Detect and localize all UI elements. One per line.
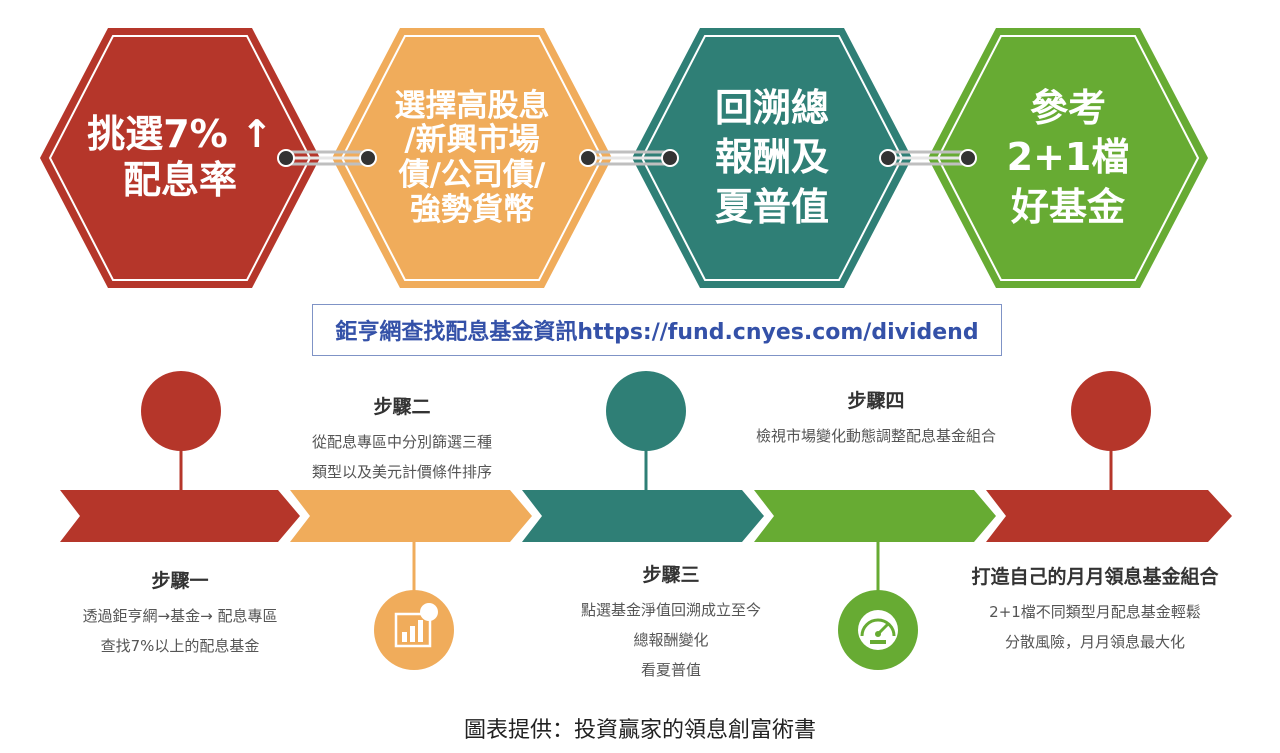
hexagon-3-line-2: 報酬及 xyxy=(714,135,829,180)
hexagon-step-4 xyxy=(928,28,1208,288)
step-2-title: 步驟二 xyxy=(373,396,431,418)
pin-step-3 xyxy=(606,371,686,492)
source-caption: 圖表提供：投資贏家的領息創富術書 xyxy=(463,718,816,743)
connector-3-4 xyxy=(879,149,977,167)
hexagon-2-text: 選擇高股息 /新興市場 債/公司債/ 強勢貨幣 xyxy=(342,36,602,280)
step-3-line-1: 點選基金淨值回溯成立至今 xyxy=(580,601,761,619)
timeline-segment-4 xyxy=(754,490,996,542)
pin-step-2 xyxy=(374,540,454,670)
connector-1-2 xyxy=(277,149,377,167)
step-5-line-1: 2+1檔不同類型月配息基金輕鬆 xyxy=(989,603,1201,621)
fund-url-label: 鉅亨網查找配息基金資訊https://fund.cnyes.com/divide… xyxy=(335,320,979,345)
bar-chart-icon xyxy=(394,603,438,648)
pin-step-5 xyxy=(1071,371,1151,492)
timeline-segment-5 xyxy=(986,490,1232,542)
pin-step-4 xyxy=(838,540,918,670)
fund-url-link[interactable]: 鉅亨網查找配息基金資訊https://fund.cnyes.com/divide… xyxy=(312,304,1002,356)
hexagon-2-line-1: 選擇高股息 xyxy=(394,87,550,124)
step-1-title: 步驟一 xyxy=(151,570,209,592)
step-2-line-2: 類型以及美元計價條件排序 xyxy=(311,463,492,481)
step-5-block: 打造自己的月月領息基金組合 2+1檔不同類型月配息基金輕鬆 分散風險，月月領息最… xyxy=(930,562,1260,657)
connector-2-3 xyxy=(579,149,679,167)
hexagon-4-line-2: 2+1檔 xyxy=(1006,135,1130,180)
step-4-block: 步驟四 檢視市場變化動態調整配息基金組合 xyxy=(726,386,1026,451)
hexagon-4-line-3: 好基金 xyxy=(1010,184,1125,229)
step-4-line-1: 檢視市場變化動態調整配息基金組合 xyxy=(755,427,996,445)
step-3-title: 步驟三 xyxy=(642,564,700,586)
hexagon-1-text: 挑選7% ↑ 配息率 xyxy=(50,36,310,280)
step-5-title: 打造自己的月月領息基金組合 xyxy=(971,566,1219,588)
hexagon-2-line-4: 強勢貨幣 xyxy=(410,191,534,228)
hexagon-4-line-1: 參考 xyxy=(1029,85,1106,130)
step-1-block: 步驟一 透過鉅亨網→基金→ 配息專區 查找7%以上的配息基金 xyxy=(50,566,310,661)
hexagon-1-line-1: 挑選7% ↑ xyxy=(87,112,273,157)
timeline-segment-3 xyxy=(522,490,764,542)
step-3-line-2: 總報酬變化 xyxy=(633,631,709,649)
speedometer-icon xyxy=(858,610,898,650)
hexagon-2-line-2: /新興市場 xyxy=(404,122,540,159)
hexagon-2-line-3: 債/公司債/ xyxy=(398,157,546,193)
step-5-line-2: 分散風險，月月領息最大化 xyxy=(1004,633,1185,651)
hexagon-3-line-3: 夏普值 xyxy=(714,184,829,229)
hexagon-3-line-1: 回溯總 xyxy=(714,85,829,130)
step-2-block: 步驟二 從配息專區中分別篩選三種 類型以及美元計價條件排序 xyxy=(272,392,532,487)
hexagon-1-line-2: 配息率 xyxy=(122,158,237,202)
hexagon-3-text: 回溯總 報酬及 夏普值 xyxy=(642,36,902,280)
timeline-segment-1 xyxy=(60,490,300,542)
timeline-segment-2 xyxy=(290,490,532,542)
step-3-block: 步驟三 點選基金淨值回溯成立至今 總報酬變化 看夏普值 xyxy=(536,560,806,685)
hexagon-4-text: 參考 2+1檔 好基金 xyxy=(938,36,1198,280)
pin-step-1 xyxy=(141,371,221,492)
step-2-line-1: 從配息專區中分別篩選三種 xyxy=(311,433,492,451)
step-4-title: 步驟四 xyxy=(847,390,905,412)
step-3-line-3: 看夏普值 xyxy=(640,661,701,679)
step-1-line-1: 透過鉅亨網→基金→ 配息專區 xyxy=(82,607,278,625)
step-1-line-2: 查找7%以上的配息基金 xyxy=(100,637,260,655)
